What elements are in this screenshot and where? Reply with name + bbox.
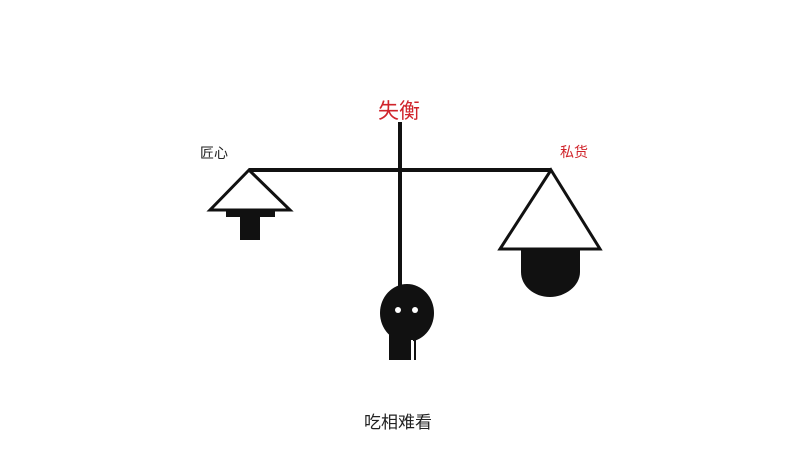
small-weight-icon	[226, 210, 275, 240]
right-pan-label: 私货	[560, 145, 588, 161]
figure-head	[380, 284, 434, 342]
right-pan	[497, 167, 603, 251]
figure-body	[389, 334, 412, 360]
left-pan-label: 匠心	[200, 146, 228, 162]
figure-eye-left	[395, 307, 401, 313]
figure-eye-right	[412, 307, 418, 313]
diagram-caption: 吃相难看	[364, 413, 432, 433]
large-sack-icon	[521, 248, 580, 297]
diagram-title: 失衡	[378, 99, 420, 123]
left-pan	[206, 167, 294, 212]
stick-figure-icon	[380, 284, 434, 360]
